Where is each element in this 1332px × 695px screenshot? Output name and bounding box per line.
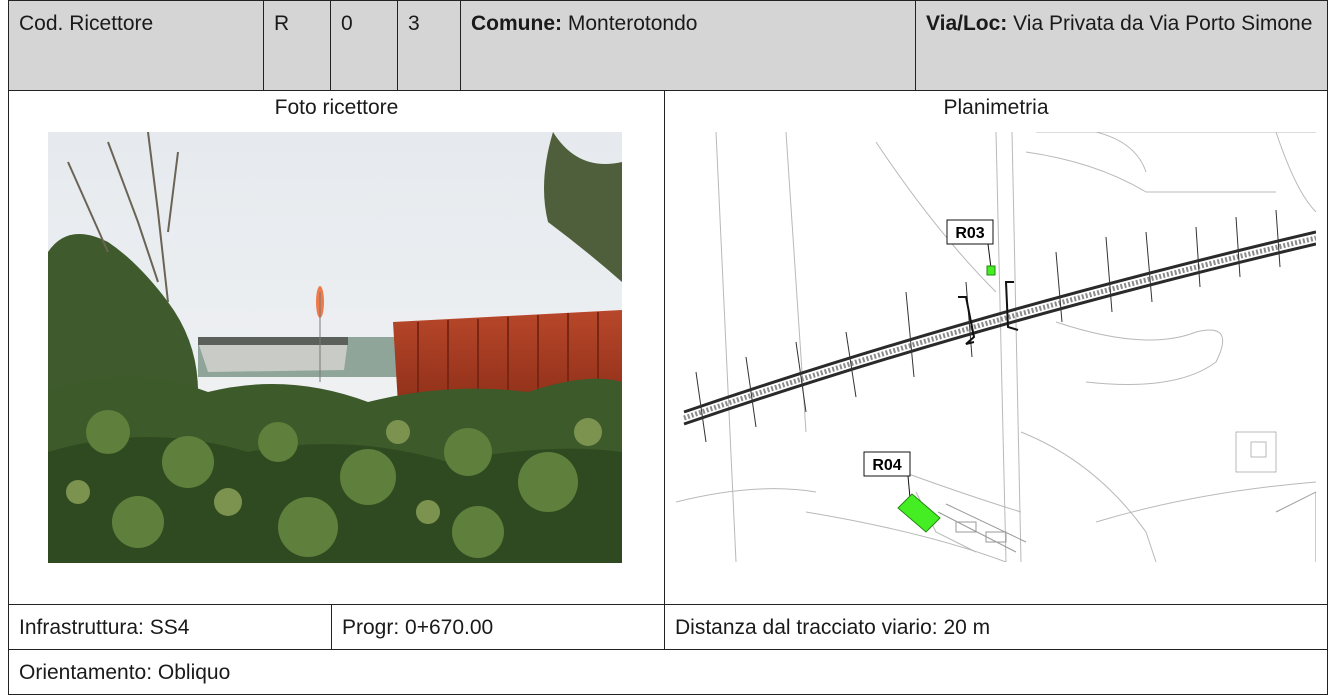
- via-label: Via/Loc:: [926, 12, 1008, 35]
- progr-cell: Progr: 0+670.00: [331, 604, 665, 650]
- comune-field: Comune: Monterotondo: [460, 0, 916, 91]
- code-char-1: R: [263, 0, 331, 91]
- infrastruttura-cell: Infrastruttura: SS4: [8, 604, 332, 650]
- via-value: Via Privata da Via Porto Simone: [1013, 12, 1313, 35]
- receiver-photo-drawing: [48, 132, 622, 563]
- via-field: Via/Loc: Via Privata da Via Porto Simone: [915, 0, 1328, 91]
- receiver-sheet: Cod. Ricettore R 0 3 Comune: Monterotond…: [8, 0, 1328, 695]
- code-char-2: 0: [330, 0, 398, 91]
- receiver-r04-marker: [897, 493, 941, 533]
- map-title: Planimetria: [943, 96, 1049, 119]
- cod-ricettore-label: Cod. Ricettore: [8, 0, 264, 91]
- label-r03: R03: [955, 225, 984, 242]
- receiver-photo: [48, 132, 622, 563]
- orientamento-cell: Orientamento: Obliquo: [8, 649, 1328, 695]
- site-map: R03 R04: [676, 132, 1316, 562]
- comune-label: Comune:: [471, 12, 562, 35]
- site-map-drawing: R03 R04: [676, 132, 1316, 562]
- receiver-r03-marker: [986, 265, 996, 276]
- photo-title: Foto ricettore: [274, 96, 399, 119]
- comune-value: Monterotondo: [567, 12, 698, 35]
- distanza-cell: Distanza dal tracciato viario: 20 m: [664, 604, 1328, 650]
- label-r04: R04: [872, 457, 901, 474]
- code-char-3: 3: [397, 0, 461, 91]
